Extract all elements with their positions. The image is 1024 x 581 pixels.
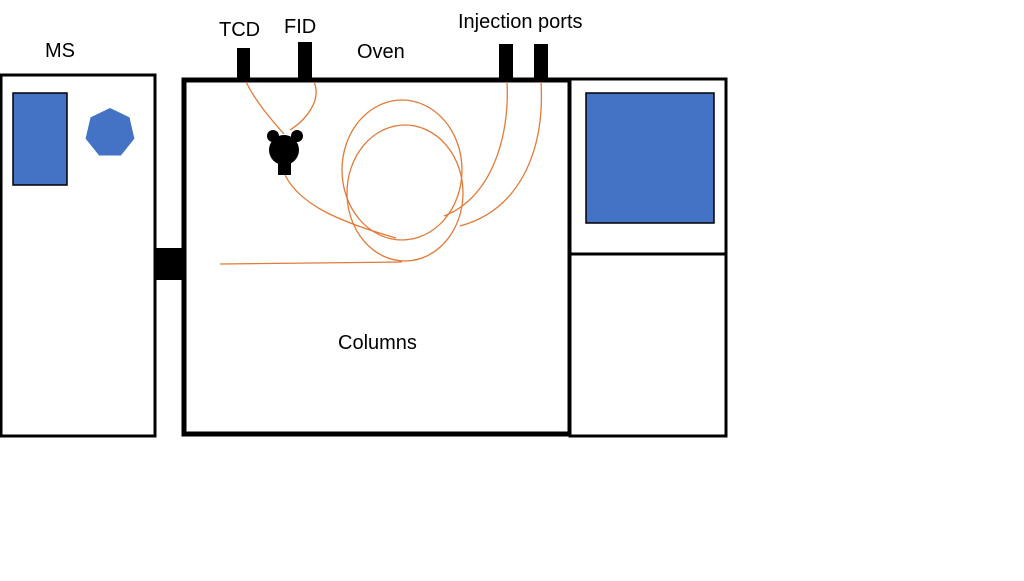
ms-unit (0, 73, 157, 438)
tcd-port (237, 48, 250, 80)
label-injection-ports: Injection ports (458, 11, 583, 33)
column-from-injection-port-1 (443, 81, 508, 217)
oven-housing (181, 77, 573, 437)
screen-icon (585, 92, 715, 224)
column-valve-to-coil (284, 174, 397, 239)
label-ms: MS (45, 40, 75, 62)
column-fid-to-valve (289, 81, 317, 131)
column-tcd-to-valve (245, 81, 285, 135)
column-to-transfer-line (219, 261, 403, 265)
label-fid: FID (284, 16, 316, 38)
oven (181, 77, 573, 437)
controller-housing-bottom (568, 252, 728, 438)
label-oven: Oven (357, 41, 405, 63)
injection-port-2 (534, 44, 548, 80)
label-columns: Columns (338, 332, 417, 354)
controller-unit (568, 77, 728, 438)
column-coil-loop-2 (346, 124, 464, 262)
column-from-injection-port-2 (459, 81, 543, 227)
column-tubing (219, 81, 543, 265)
valve-icon (267, 130, 303, 175)
ms-rectangle-component (12, 92, 68, 186)
injection-port-1 (499, 44, 513, 80)
ms-heptagon-component (85, 108, 135, 156)
transfer-line-connector (155, 248, 185, 280)
label-tcd: TCD (219, 19, 260, 41)
fid-port (298, 42, 312, 80)
column-coil-loop-1 (341, 99, 463, 241)
